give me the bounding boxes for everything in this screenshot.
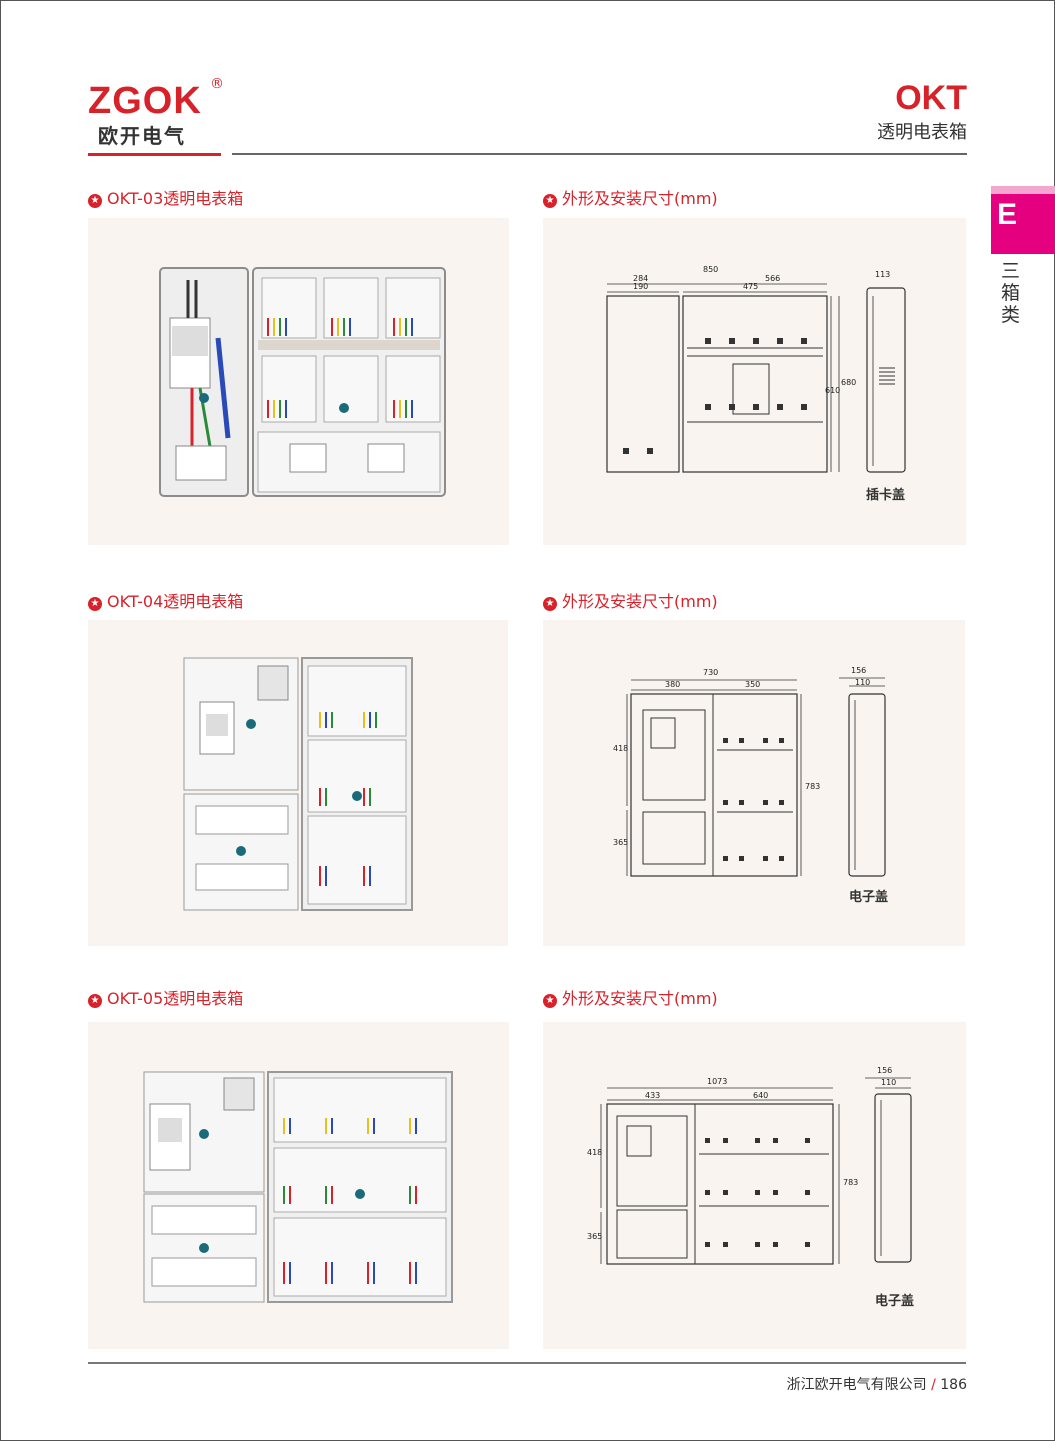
series-name: 透明电表箱 xyxy=(877,122,967,143)
product-title-1: ★OKT-03透明电表箱 xyxy=(88,185,243,209)
logo-underline xyxy=(88,153,221,156)
product-title-2: ★OKT-04透明电表箱 xyxy=(88,588,243,612)
dim-total-width: 730 xyxy=(703,668,719,677)
footer: 浙江欧开电气有限公司 / 186 xyxy=(787,1374,967,1394)
dim-depth-a: 156 xyxy=(877,1066,893,1075)
company-name: 浙江欧开电气有限公司 xyxy=(786,1377,927,1393)
drawing-title-2: ★外形及安装尺寸(mm) xyxy=(543,588,718,612)
drawing-panel-1: 850 284 190 566 475 113 610 680 插卡盖 xyxy=(543,218,966,545)
star-icon: ★ xyxy=(88,597,102,611)
cover-label-2: 电子盖 xyxy=(849,890,889,905)
dimension-drawing-2 xyxy=(626,677,886,877)
meter-box-photo-3 xyxy=(143,1071,453,1303)
dim-height-top: 418 xyxy=(613,744,629,753)
cover-label-1: 插卡盖 xyxy=(866,488,906,503)
dim-height-top: 418 xyxy=(587,1148,603,1157)
dim-left-width: 380 xyxy=(665,680,681,689)
dim-left-width: 433 xyxy=(645,1091,661,1100)
drawing-panel-3: 1073 433 640 156 110 418 365 783 电子盖 xyxy=(543,1022,966,1349)
dim-height-bottom: 365 xyxy=(587,1232,603,1241)
dim-right-a: 566 xyxy=(765,274,781,283)
footer-separator: / xyxy=(931,1377,936,1393)
drawing-panel-2: 730 380 350 156 110 418 365 783 电子盖 xyxy=(543,620,965,946)
dim-right-b: 475 xyxy=(743,282,759,291)
chapter-letter: E xyxy=(997,198,1018,231)
dim-height-bottom: 365 xyxy=(613,838,629,847)
dim-depth-b: 110 xyxy=(855,678,871,687)
meter-box-photo-2 xyxy=(183,657,413,911)
series-header: OKT 透明电表箱 xyxy=(877,80,967,144)
logo-subtitle: 欧开电气 xyxy=(98,124,186,148)
star-icon: ★ xyxy=(88,194,102,208)
cover-label-3: 电子盖 xyxy=(875,1294,915,1309)
dim-left-a: 284 xyxy=(633,274,649,283)
dimension-drawing-3 xyxy=(600,1077,912,1265)
brand-logo: ZGOK ® 欧开电气 xyxy=(88,76,224,149)
star-icon: ★ xyxy=(543,994,557,1008)
registered-mark: ® xyxy=(210,76,224,92)
product-title-3: ★OKT-05透明电表箱 xyxy=(88,985,243,1009)
chapter-tab xyxy=(991,186,1055,254)
product-photo-panel-2 xyxy=(88,620,508,946)
dim-total-width: 850 xyxy=(703,265,719,274)
chapter-label: 三箱类 xyxy=(1001,260,1021,326)
dim-depth-a: 156 xyxy=(851,666,867,675)
dim-total-width: 1073 xyxy=(707,1077,728,1086)
star-icon: ★ xyxy=(88,994,102,1008)
product-photo-panel-3 xyxy=(88,1022,509,1349)
star-icon: ★ xyxy=(543,597,557,611)
star-icon: ★ xyxy=(543,194,557,208)
dim-depth: 113 xyxy=(875,270,891,279)
chapter-tab-accent xyxy=(991,186,1055,194)
dim-depth-b: 110 xyxy=(881,1078,897,1087)
dim-height-total: 783 xyxy=(805,782,821,791)
logo-text: ZGOK xyxy=(88,80,202,122)
dim-right-width: 350 xyxy=(745,680,761,689)
footer-rule xyxy=(88,1362,966,1364)
dim-left-b: 190 xyxy=(633,282,649,291)
dim-right-width: 640 xyxy=(753,1091,769,1100)
series-code: OKT xyxy=(895,79,967,117)
drawing-title-1: ★外形及安装尺寸(mm) xyxy=(543,185,718,209)
dim-height-2: 680 xyxy=(841,378,857,387)
meter-box-photo-1 xyxy=(159,267,446,497)
dim-height-total: 783 xyxy=(843,1178,859,1187)
page-number: 186 xyxy=(940,1377,967,1393)
product-photo-panel-1 xyxy=(88,218,509,545)
header-rule xyxy=(232,153,967,155)
drawing-title-3: ★外形及安装尺寸(mm) xyxy=(543,985,718,1009)
dim-height-1: 610 xyxy=(825,386,841,395)
dimension-drawing-1 xyxy=(606,283,906,473)
